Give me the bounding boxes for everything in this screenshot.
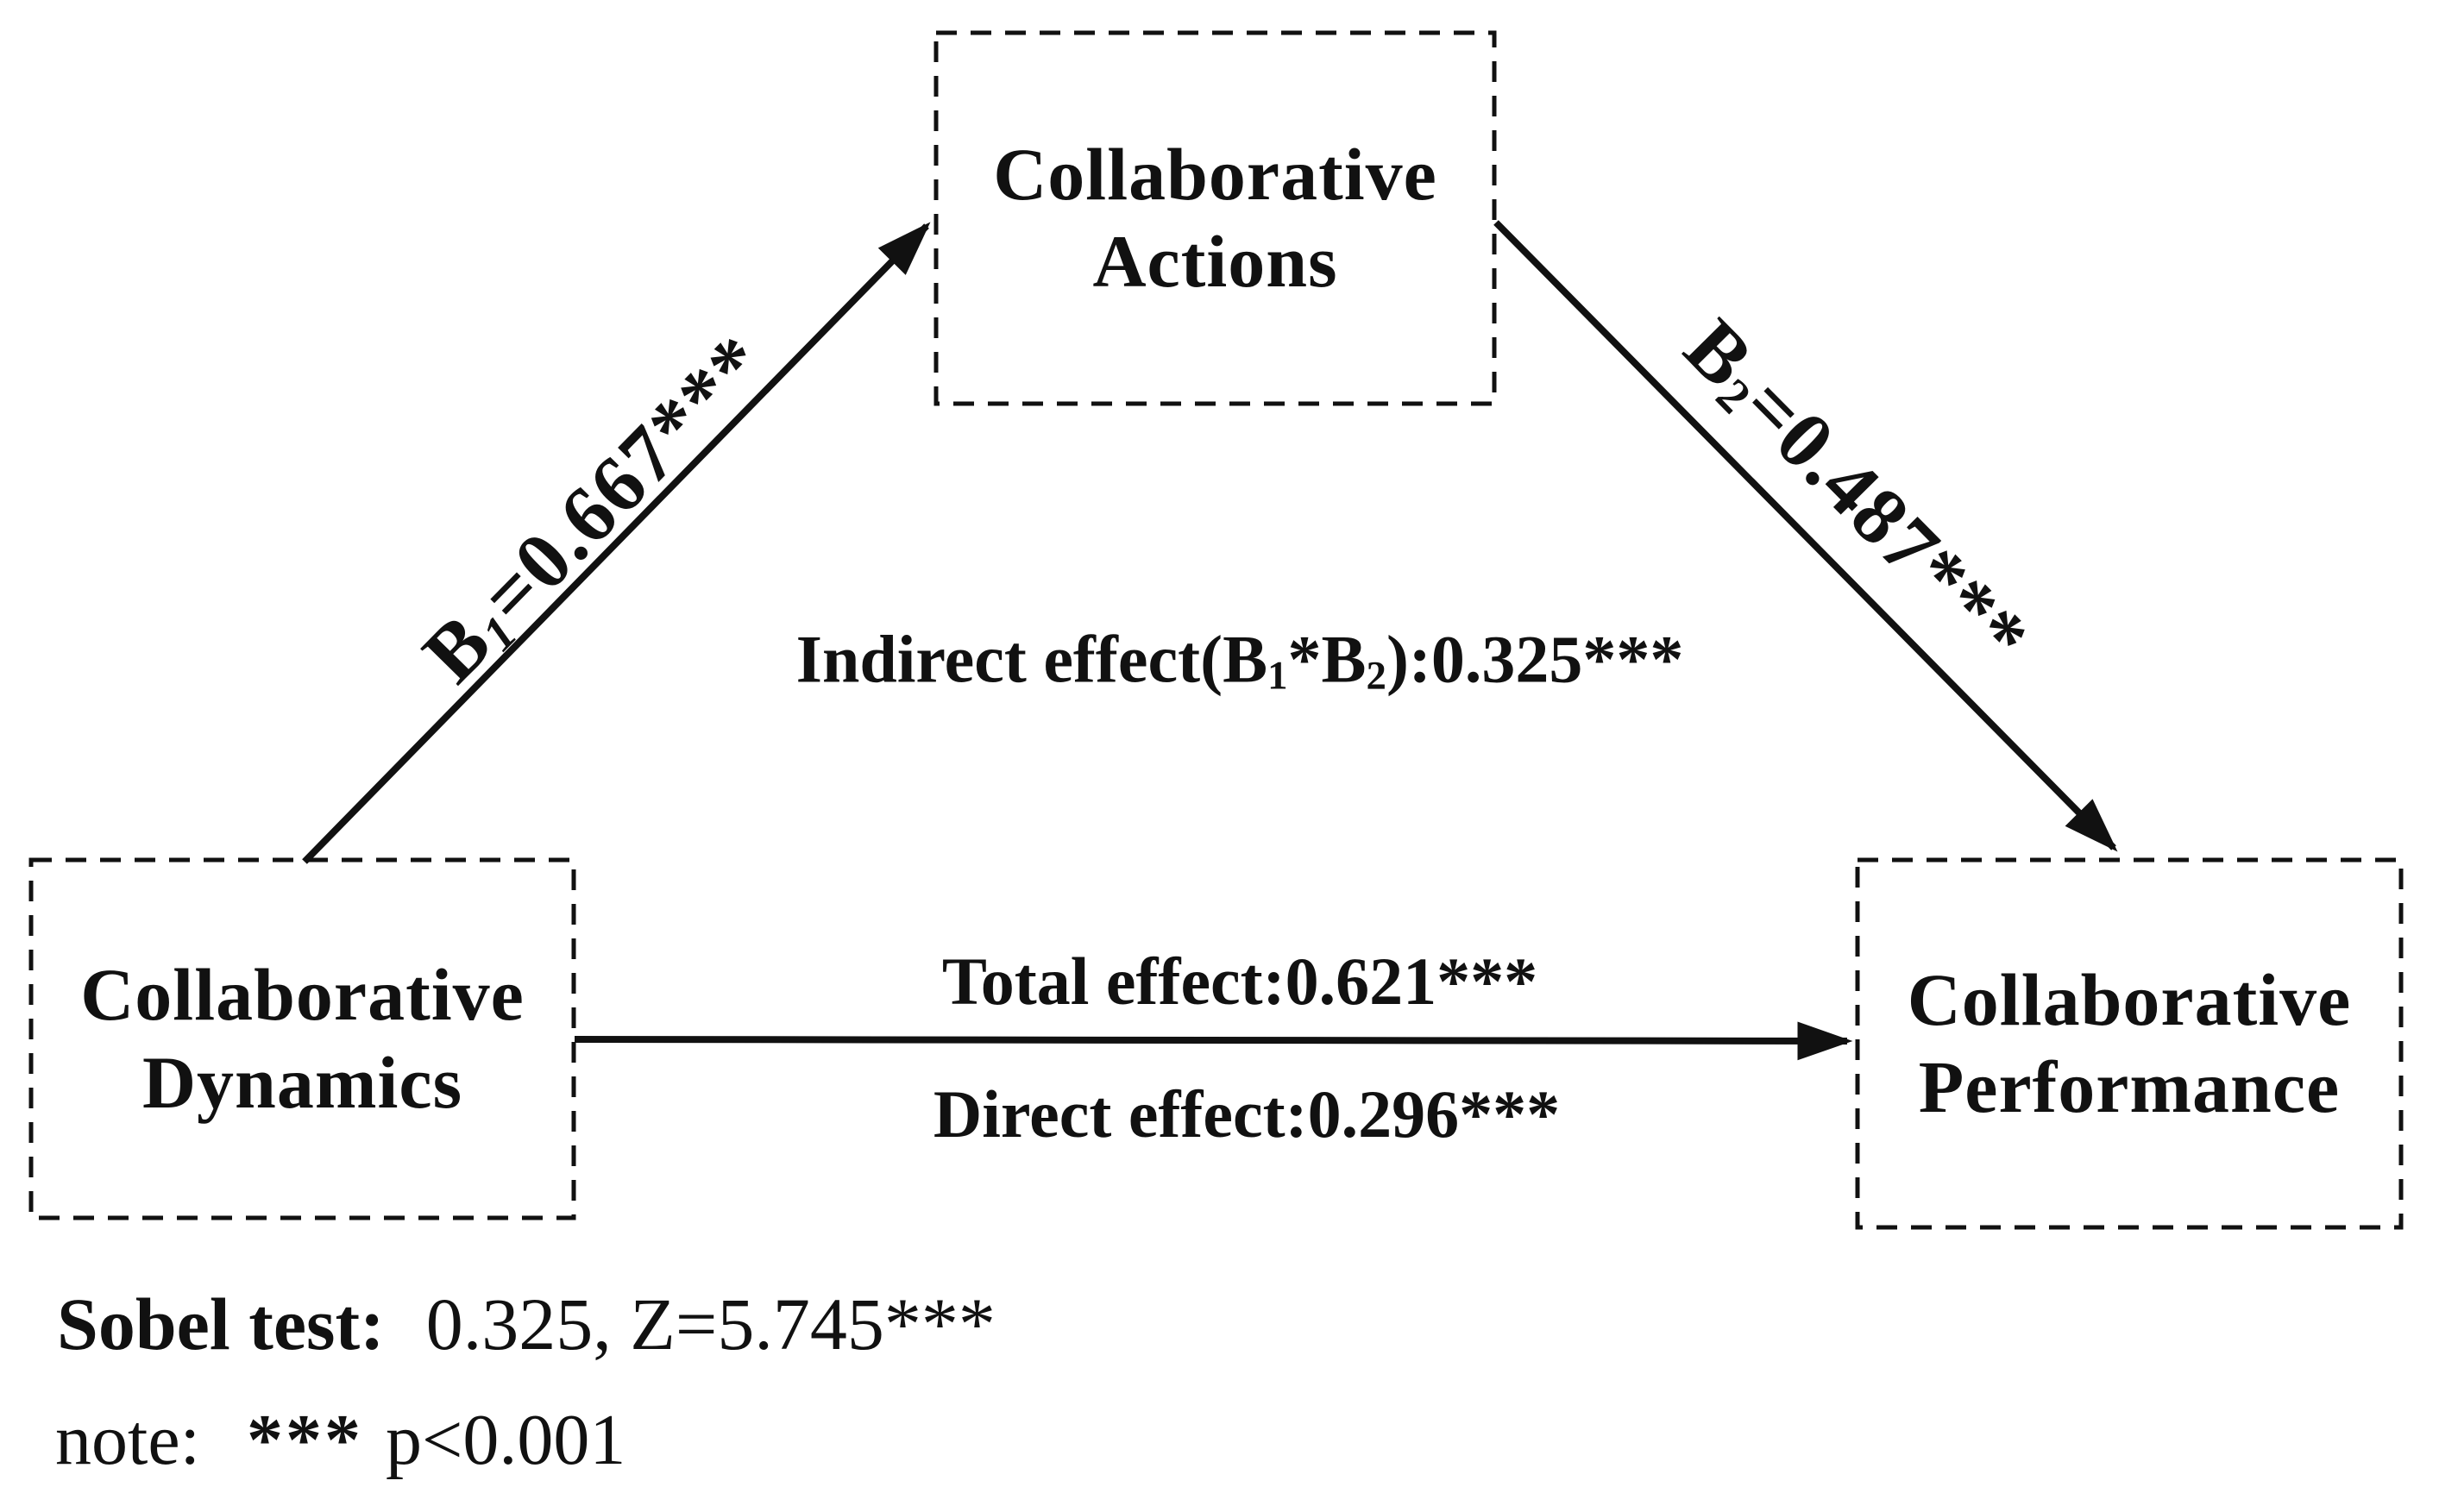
a-path-arrow	[302, 222, 931, 864]
indirect-effect-text: Indirect effect(B	[795, 621, 1268, 697]
mediator-box: Collaborative Actions	[936, 33, 1494, 404]
indirect-effect-mid: *B	[1287, 621, 1367, 697]
sobel-test-row: Sobel test:0.325, Z=5.745***	[57, 1287, 996, 1361]
dependent-box-label: Collaborative Performance	[1908, 957, 2352, 1132]
independent-box: Collaborative Dynamics	[31, 860, 574, 1218]
indirect-effect-sub2: 2	[1366, 653, 1386, 699]
indirect-effect-value: ):0.325***	[1386, 621, 1684, 697]
mediator-box-outline	[933, 30, 1497, 406]
indirect-effect-label: Indirect effect(B1*B2):0.325***	[796, 620, 1684, 699]
dependent-box-outline	[1855, 857, 2404, 1230]
sobel-test-label: Sobel test:	[57, 1283, 385, 1365]
note-label: note:	[55, 1400, 200, 1480]
independent-label-line2: Dynamics	[141, 1040, 463, 1124]
total-effect-label: Total effect:0.621***	[941, 944, 1538, 1019]
mediator-box-label: Collaborative Actions	[993, 131, 1437, 306]
indirect-effect-sub1: 1	[1267, 653, 1288, 699]
dependent-box: Collaborative Performance	[1858, 860, 2401, 1227]
sobel-test-value: 0.325, Z=5.745***	[425, 1283, 996, 1365]
mediator-label-line2: Actions	[1092, 220, 1338, 303]
independent-label-line1: Collaborative	[80, 953, 525, 1037]
significance-note-row: note:***p<0.001	[55, 1404, 625, 1477]
dependent-label-line1: Collaborative	[1907, 957, 2352, 1041]
mediator-label-line1: Collaborative	[993, 132, 1437, 216]
direct-effect-label: Direct effect:0.296***	[933, 1076, 1561, 1151]
note-threshold: p<0.001	[385, 1400, 626, 1480]
independent-box-label: Collaborative Dynamics	[80, 951, 525, 1126]
note-stars: ***	[246, 1400, 363, 1480]
direct-path-arrow	[574, 1021, 1853, 1061]
b-path-arrow	[1493, 220, 2118, 852]
dependent-label-line2: Performance	[1918, 1045, 2341, 1128]
independent-box-outline	[28, 857, 576, 1220]
